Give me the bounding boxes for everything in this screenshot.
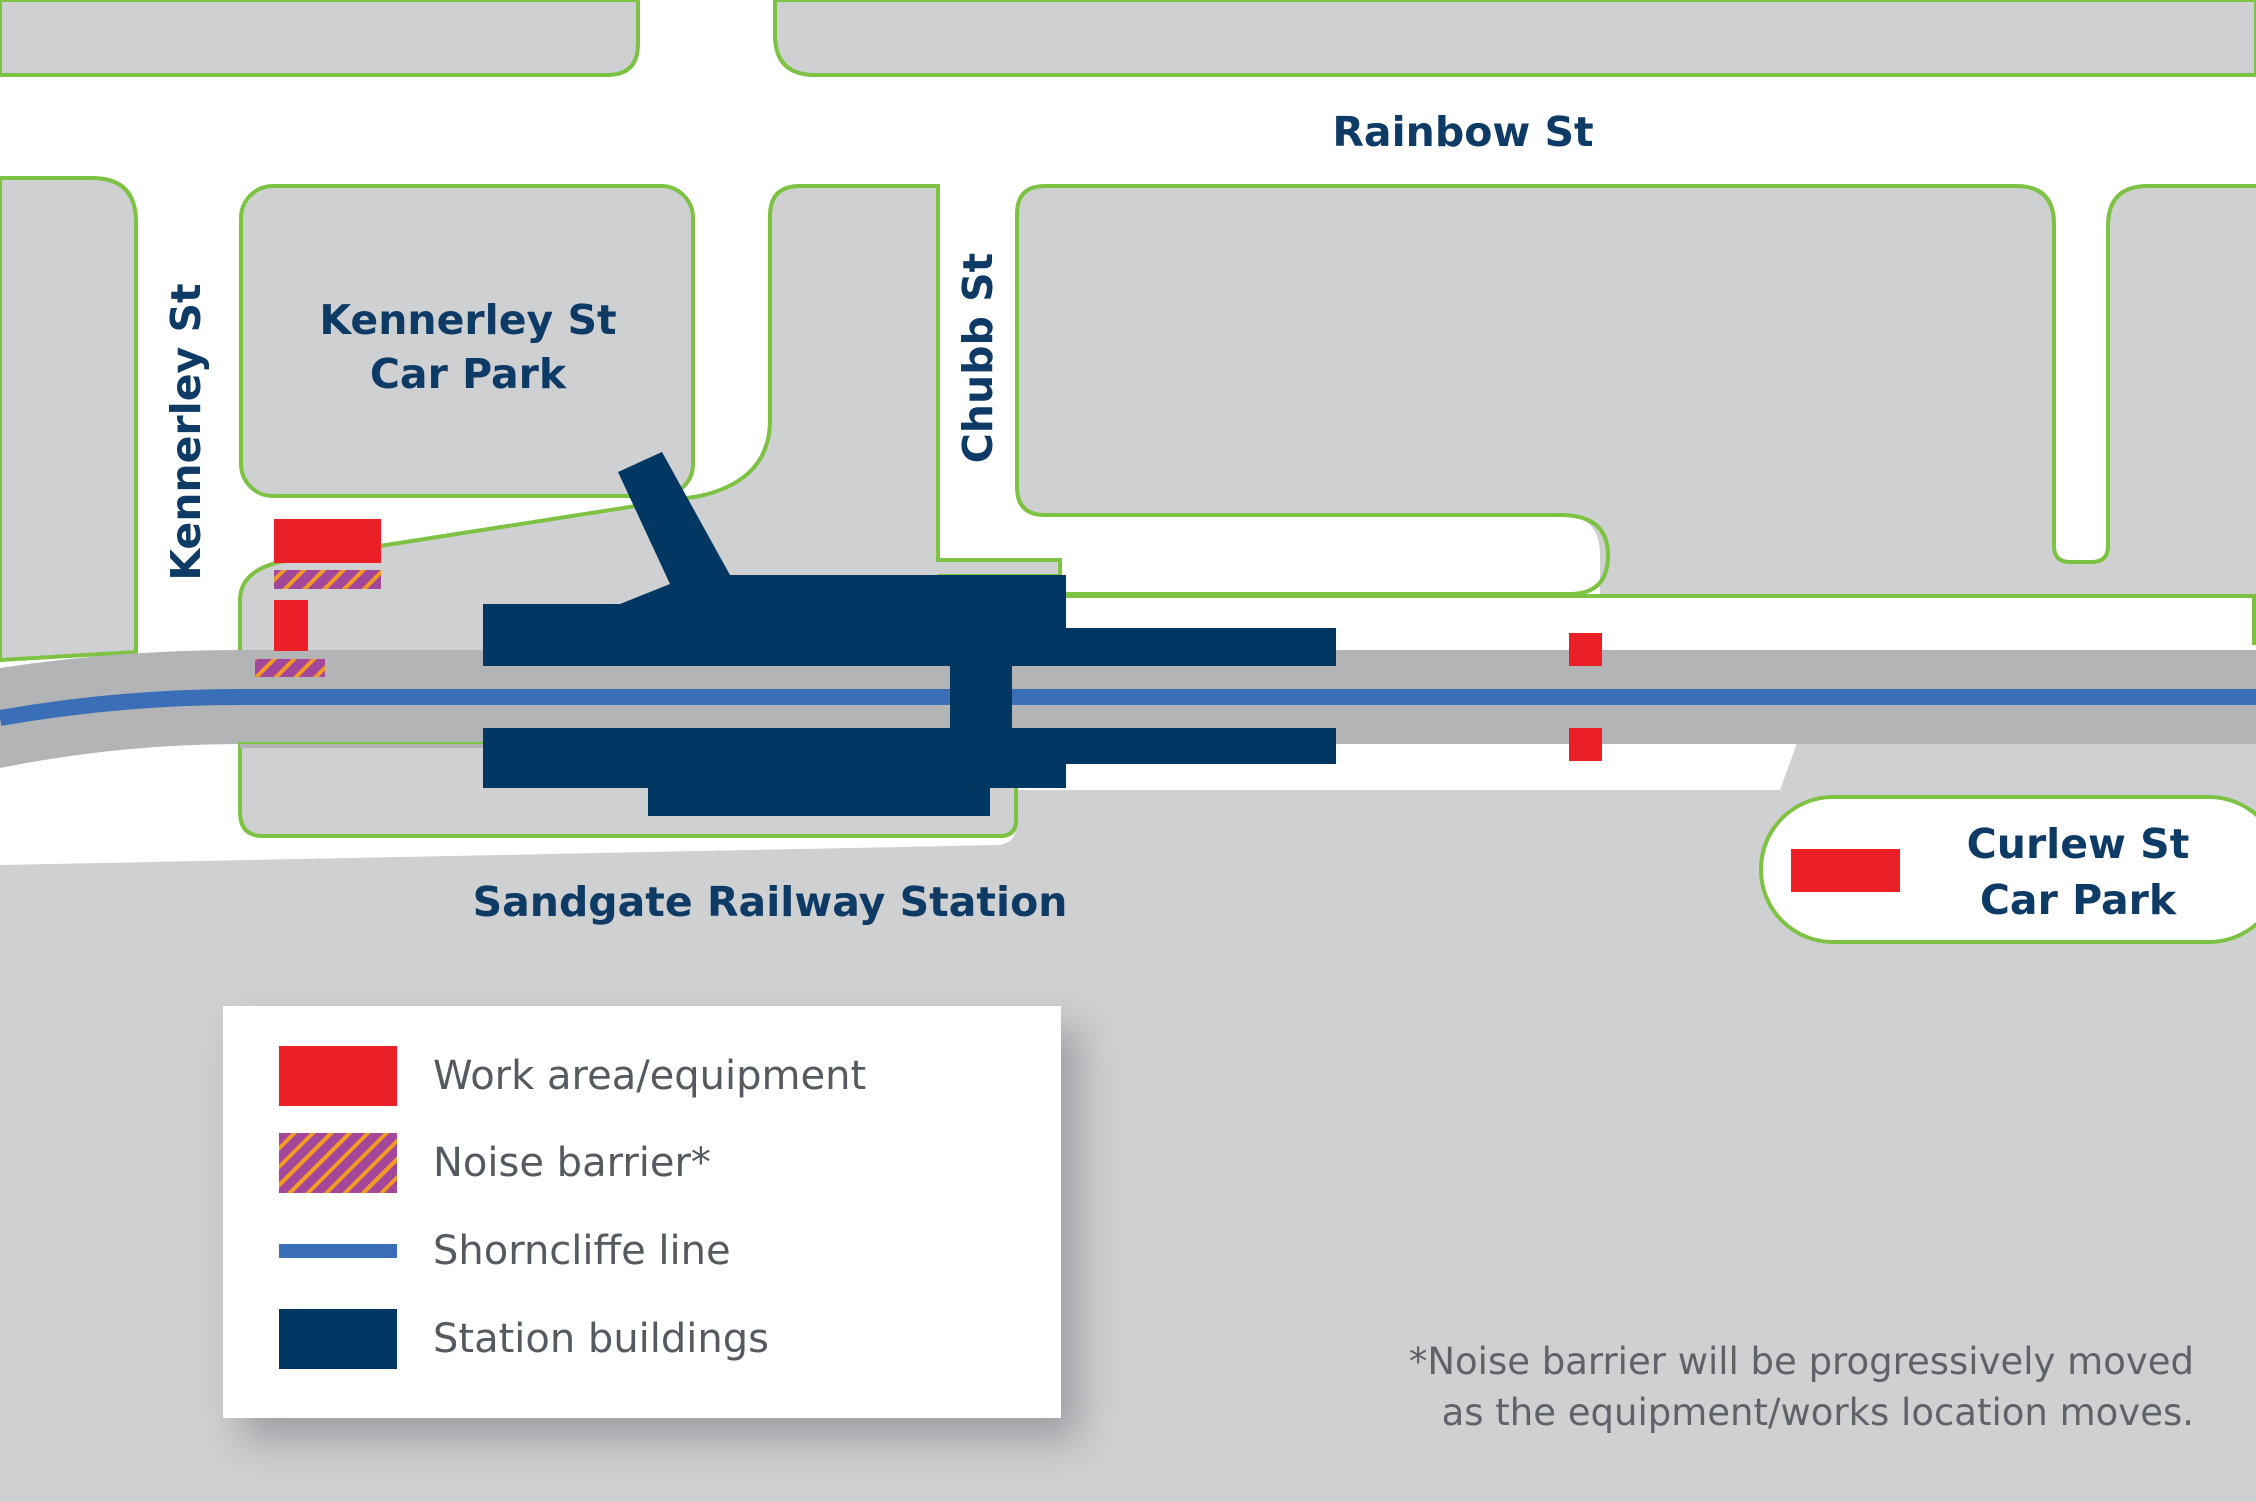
map-legend: Work area/equipment Noise barrier* Shorn… bbox=[223, 1006, 1061, 1418]
place-label-station: Sandgate Railway Station bbox=[473, 878, 1068, 926]
noise-barrier-marker bbox=[274, 570, 381, 589]
station-building-swatch bbox=[279, 1309, 397, 1369]
block-top-right bbox=[773, 0, 2256, 77]
legend-label: Station buildings bbox=[433, 1316, 769, 1362]
legend-item-work: Work area/equipment bbox=[279, 1046, 866, 1106]
legend-item-building: Station buildings bbox=[279, 1309, 769, 1369]
noise-barrier-swatch bbox=[279, 1133, 397, 1193]
work-area-marker bbox=[1791, 849, 1900, 892]
place-label-kennerley-car-park-1: Kennerley St bbox=[319, 296, 616, 344]
footnote: *Noise barrier will be progressively mov… bbox=[1294, 1336, 2194, 1438]
place-label-kennerley-car-park-2: Car Park bbox=[370, 350, 568, 398]
block-east-of-chubb bbox=[1017, 186, 2256, 598]
work-area-marker bbox=[274, 519, 381, 563]
street-label-kennerley: Kennerley St bbox=[162, 283, 210, 580]
work-area-marker bbox=[274, 600, 308, 651]
station-buildings bbox=[483, 452, 1336, 816]
footnote-line-1: *Noise barrier will be progressively mov… bbox=[1408, 1340, 2194, 1383]
block-far-left bbox=[0, 176, 138, 663]
footnote-line-2: as the equipment/works location moves. bbox=[1441, 1391, 2194, 1434]
noise-barriers bbox=[255, 570, 381, 677]
shorncliffe-line-swatch bbox=[279, 1244, 397, 1258]
work-area-swatch bbox=[279, 1046, 397, 1106]
street-label-chubb: Chubb St bbox=[954, 253, 1002, 464]
edge-chubb-east bbox=[1015, 184, 1611, 596]
noise-barrier-marker bbox=[255, 659, 325, 677]
station-building-south-lower bbox=[483, 764, 1066, 788]
work-areas bbox=[274, 519, 1900, 892]
legend-label: Noise barrier* bbox=[433, 1140, 711, 1186]
block-top-left bbox=[0, 0, 640, 77]
block-kennerley-car-park bbox=[239, 184, 695, 498]
legend-label: Shorncliffe line bbox=[433, 1228, 731, 1274]
work-area-marker bbox=[1569, 728, 1602, 761]
station-building-south-base bbox=[648, 788, 990, 816]
legend-item-noise: Noise barrier* bbox=[279, 1133, 711, 1193]
station-building-footbridge bbox=[950, 666, 1012, 737]
legend-label: Work area/equipment bbox=[433, 1053, 867, 1099]
station-building-shape bbox=[483, 452, 1336, 737]
place-label-curlew-car-park-1: Curlew St bbox=[1967, 820, 2190, 868]
edge-east-of-chubb bbox=[1045, 184, 2256, 564]
block-curlew-car-park bbox=[1759, 795, 2256, 944]
street-label-rainbow: Rainbow St bbox=[1332, 108, 1593, 156]
work-area-marker bbox=[1569, 633, 1602, 666]
place-label-curlew-car-park-2: Car Park bbox=[1980, 876, 2178, 924]
station-building-south-platform bbox=[483, 728, 1336, 764]
shorncliffe-line bbox=[0, 689, 2256, 726]
legend-item-line: Shorncliffe line bbox=[279, 1221, 731, 1281]
